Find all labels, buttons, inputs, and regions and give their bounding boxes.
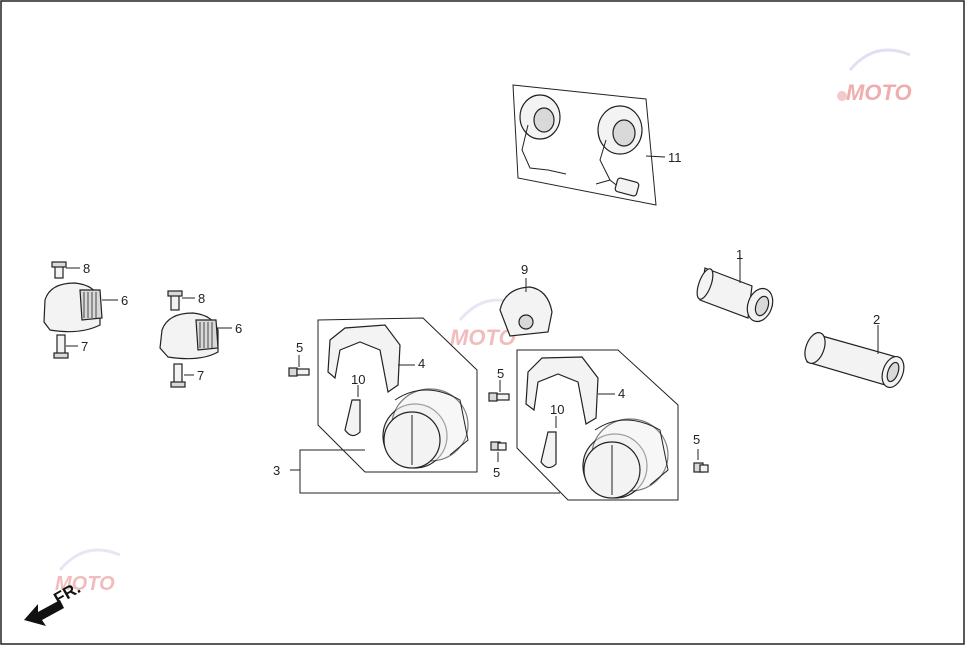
bolt-5b: 5	[488, 366, 510, 402]
left-switch-housing-b: 8 6 7	[159, 290, 242, 388]
clip-a	[344, 399, 361, 437]
headlight-box-b: 4 10	[516, 349, 679, 501]
left-mirror-stem	[521, 124, 549, 171]
callout-leader-3	[299, 449, 560, 494]
left-grip: 2	[804, 312, 905, 389]
callout-10a: 10	[351, 372, 365, 387]
clip-b	[540, 431, 557, 469]
callout-2: 2	[873, 312, 880, 327]
throttle-housing: 9	[499, 262, 553, 337]
front-arrow-icon	[24, 600, 64, 626]
callout-1: 1	[736, 247, 743, 262]
callout-8a: 8	[83, 261, 90, 276]
callout-6a: 6	[121, 293, 128, 308]
callout-5b: 5	[497, 366, 504, 381]
callout-6b: 6	[235, 321, 242, 336]
throttle-grip: 1	[696, 247, 774, 323]
callout-5a: 5	[296, 340, 303, 355]
callout-8b: 8	[198, 291, 205, 306]
headlight-box-a-outline	[317, 317, 478, 473]
callout-5c: 5	[493, 465, 500, 480]
callout-7b: 7	[197, 368, 204, 383]
throttle-housing-body	[499, 286, 553, 337]
mirror-box-outline	[512, 84, 657, 206]
bolt-5c: 5	[490, 441, 507, 480]
callout-3: 3	[273, 463, 280, 478]
callout-4b: 4	[618, 386, 625, 401]
mirror-assembly-group: 11	[512, 84, 682, 206]
watermark-logo-bottom-left: MOTO	[55, 548, 121, 595]
bolt-5a: 5	[288, 340, 310, 377]
left-switch-housing-a: 8 6 7	[43, 261, 128, 359]
svg-text:MOTO: MOTO	[846, 80, 912, 105]
right-mirror-stem	[599, 139, 621, 189]
svg-text:MOTO: MOTO	[55, 573, 115, 595]
bracket-a	[327, 324, 401, 394]
callout-3-group: 3	[273, 449, 560, 494]
callout-leader-11	[645, 155, 666, 158]
callout-9: 9	[521, 262, 528, 277]
callout-4a: 4	[418, 356, 425, 371]
headlight-box-a: 4 10	[317, 317, 478, 473]
headlight-box-b-outline	[516, 349, 679, 501]
callout-7a: 7	[81, 339, 88, 354]
callout-10b: 10	[550, 402, 564, 417]
callout-11: 11	[668, 150, 682, 165]
callout-5d: 5	[693, 432, 700, 447]
bracket-b	[525, 356, 599, 425]
svg-text:MOTO: MOTO	[450, 325, 516, 350]
bolt-5d: 5	[693, 432, 709, 473]
watermark-logo-top-right: MOTO	[837, 48, 912, 105]
